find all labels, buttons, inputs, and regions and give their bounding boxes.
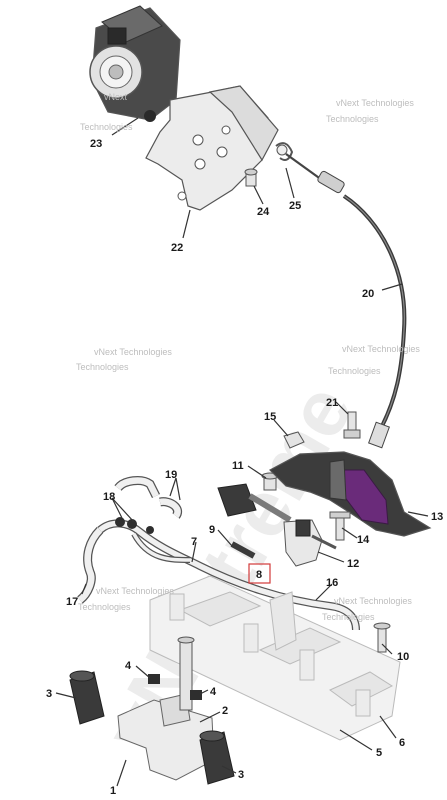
callout-8[interactable]: 8	[256, 569, 262, 581]
callout-19[interactable]: 19	[165, 469, 177, 481]
actuator-motor[interactable]	[89, 5, 181, 122]
callout-18[interactable]: 18	[103, 491, 115, 503]
callout-25[interactable]: 25	[289, 200, 301, 212]
callout-3a[interactable]: 3	[46, 688, 52, 700]
rubber-mount-right[interactable]	[199, 730, 235, 785]
watermark-mid-left-line2: Technologies	[76, 362, 129, 372]
watermark-low-right-line1: vNext Technologies	[334, 596, 412, 606]
watermark-low-right-line2: Technologies	[322, 612, 375, 622]
screw-21[interactable]	[343, 411, 361, 439]
mounting-bracket[interactable]	[145, 85, 279, 211]
callout-24[interactable]: 24	[257, 206, 270, 218]
callout-11[interactable]: 11	[232, 460, 244, 472]
watermark-top-right-line1: vNext Technologies	[336, 98, 414, 108]
watermark-low-left-line1: vNext Technologies	[96, 586, 174, 596]
callout-23[interactable]: 23	[90, 138, 102, 150]
base-plate[interactable]	[149, 575, 401, 741]
callout-12[interactable]: 12	[347, 558, 359, 570]
callout-1[interactable]: 1	[110, 785, 116, 797]
callout-15[interactable]: 15	[264, 411, 276, 423]
callout-7[interactable]: 7	[191, 536, 197, 548]
bolt-14[interactable]	[329, 511, 351, 541]
vent-hoses[interactable]	[77, 476, 360, 631]
bolt-24[interactable]	[244, 168, 258, 187]
spring-9[interactable]	[230, 541, 256, 559]
nut-4b[interactable]	[190, 690, 202, 700]
watermark-top-left-line1: vNext	[104, 92, 128, 102]
callout-22[interactable]: 22	[171, 242, 183, 254]
clip-25[interactable]	[275, 142, 294, 161]
bolt-10[interactable]	[373, 622, 391, 653]
callout-5[interactable]: 5	[376, 747, 382, 759]
watermark-mid-right-line2: Technologies	[328, 366, 381, 376]
callout-20[interactable]: 20	[362, 288, 374, 300]
callout-2[interactable]: 2	[222, 705, 228, 717]
nut-4a[interactable]	[148, 674, 160, 684]
shift-lever-bracket[interactable]	[269, 451, 432, 537]
callout-9[interactable]: 9	[209, 524, 215, 536]
callout-3b[interactable]: 3	[238, 769, 244, 781]
callout-13[interactable]: 13	[431, 511, 443, 523]
callouts: 23 22 24 25 20 21 15 11 13 14 12 19 18 9…	[46, 138, 443, 797]
shift-cable[interactable]	[285, 153, 407, 449]
watermark-low-left-line2: Technologies	[78, 602, 131, 612]
watermark-mid-left-line1: vNext Technologies	[94, 347, 172, 357]
position-switch[interactable]	[217, 483, 337, 567]
callout-21[interactable]: 21	[326, 397, 338, 409]
nut-15[interactable]	[283, 431, 305, 449]
rubber-mount-left[interactable]	[69, 670, 105, 725]
watermark-mid-right-line1: vNext Technologies	[342, 344, 420, 354]
callout-4a[interactable]: 4	[125, 660, 132, 672]
watermark-top-right-line2: Technologies	[326, 114, 379, 124]
leader-lines	[55, 117, 429, 787]
lower-bracket[interactable]	[117, 636, 215, 781]
callout-16[interactable]: 16	[326, 577, 338, 589]
watermark-top-left-line2: Technologies	[80, 122, 133, 132]
callout-4b[interactable]: 4	[210, 686, 217, 698]
selection-box[interactable]	[248, 563, 271, 584]
callout-17[interactable]: 17	[66, 596, 78, 608]
callout-10[interactable]: 10	[397, 651, 409, 663]
callout-14[interactable]: 14	[357, 534, 370, 546]
callout-6[interactable]: 6	[399, 737, 405, 749]
